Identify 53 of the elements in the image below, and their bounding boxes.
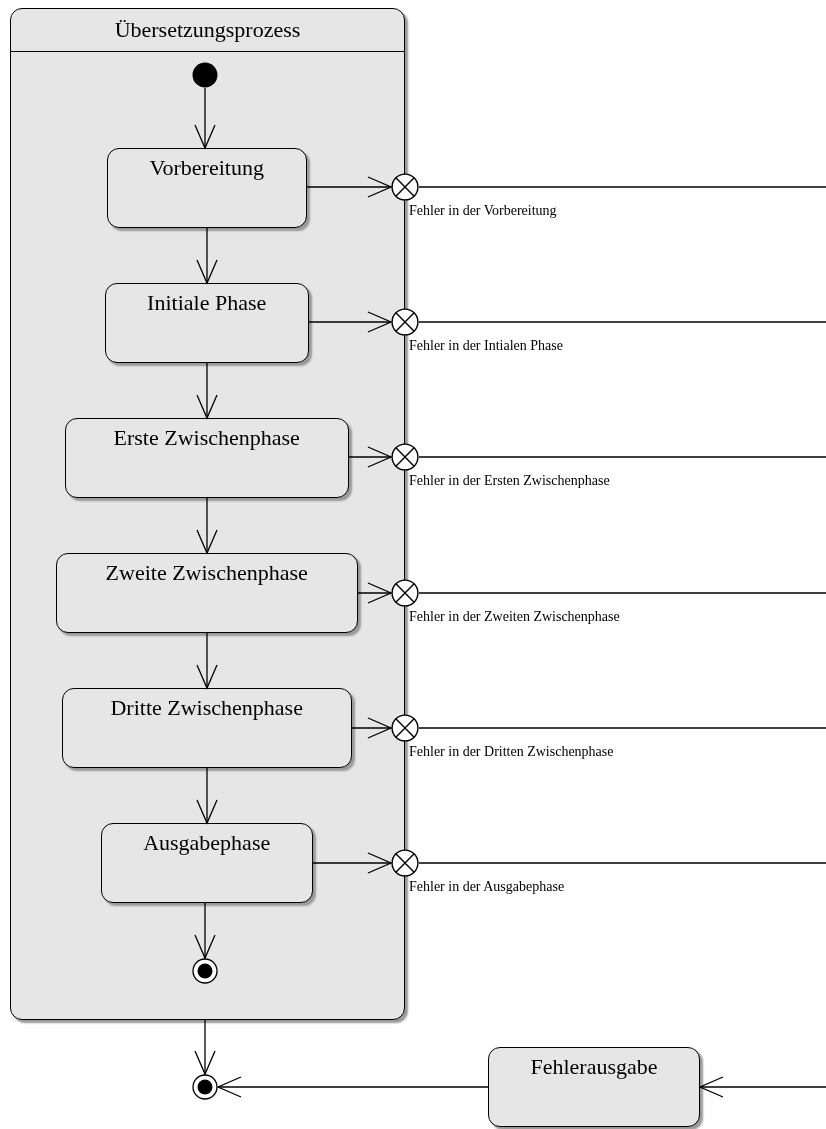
state-box [488, 1047, 700, 1127]
state-name: Ausgabephase [142, 829, 272, 856]
transition-arrow [196, 497, 218, 554]
transition-arrow [194, 87, 216, 149]
transition-arrow [308, 311, 392, 333]
state-box [106, 147, 307, 228]
state-name: Dritte Zwischenphase [109, 694, 304, 721]
transition-arrow [357, 582, 392, 604]
state-box [55, 552, 358, 633]
composite-state [10, 8, 405, 1020]
composite-state-title: Übersetzungsprozess [113, 17, 302, 43]
transition-line [418, 186, 826, 188]
transition-arrow [699, 1076, 826, 1098]
state-name: Vorbereitung [148, 154, 265, 181]
initial-state-dot [191, 61, 218, 88]
state-box [64, 417, 349, 498]
transition-line [418, 321, 826, 323]
state-box [61, 687, 352, 768]
state-name: Initiale Phase [146, 289, 268, 316]
transition-arrow [217, 1076, 489, 1098]
transition-line [418, 456, 826, 458]
transition-line [418, 862, 826, 864]
transition-line [418, 727, 826, 729]
exit-point-label: Fehler in der Intialen Phase [409, 338, 563, 354]
exit-point-label: Fehler in der Zweiten Zwischenphase [409, 609, 620, 625]
transition-line [418, 592, 826, 594]
exit-point-circle [391, 579, 419, 607]
final-state-circle [192, 1074, 218, 1100]
transition-arrow [351, 717, 392, 739]
transition-arrow [196, 767, 218, 824]
transition-arrow [194, 902, 216, 959]
transition-arrow [348, 446, 392, 468]
exit-point-label: Fehler in der Dritten Zwischenphase [409, 744, 614, 760]
final-state-circle [191, 957, 218, 984]
transition-arrow [196, 632, 218, 689]
transition-arrow [196, 362, 218, 419]
exit-point-circle [391, 849, 419, 877]
exit-point-label: Fehler in der Vorbereitung [409, 203, 557, 219]
exit-point-circle [391, 443, 419, 471]
state-box [104, 282, 309, 363]
transition-arrow [194, 1019, 216, 1075]
exit-point-circle [391, 714, 419, 742]
state-name: Fehlerausgabe [529, 1054, 659, 1080]
exit-point-circle [391, 308, 419, 336]
exit-point-label: Fehler in der Ersten Zwischenphase [409, 473, 610, 489]
transition-arrow [196, 227, 218, 284]
exit-point-label: Fehler in der Ausgabephase [409, 879, 565, 895]
transition-arrow [312, 852, 392, 874]
transition-arrow [306, 176, 392, 198]
exit-point-circle [391, 173, 419, 201]
state-name: Erste Zwischenphase [112, 424, 301, 451]
state-box [100, 822, 313, 903]
state-name: Zweite Zwischenphase [104, 559, 309, 586]
